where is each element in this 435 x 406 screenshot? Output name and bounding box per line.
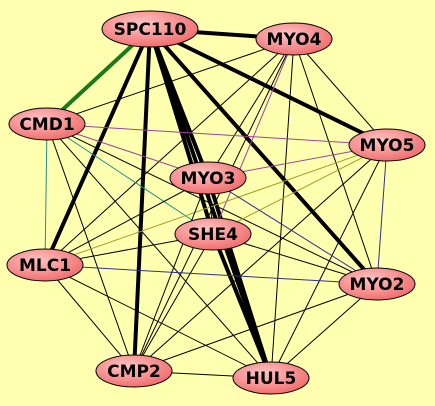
node-label: CMP2 xyxy=(107,362,161,382)
node-ellipse xyxy=(232,361,310,395)
edge-spc110-myo5 xyxy=(148,27,389,147)
node-myo5[interactable]: MYO5 xyxy=(348,128,426,162)
node-label: SHE4 xyxy=(188,225,238,245)
node-label: MYO3 xyxy=(181,169,236,189)
edge-myo4-myo5 xyxy=(293,38,388,146)
edge-myo5-hul5 xyxy=(270,144,388,379)
edge-cmd1-myo5 xyxy=(46,123,388,146)
edge-myo5-myo2 xyxy=(376,144,388,285)
edge-myo5-she4 xyxy=(212,144,388,235)
edge-she4-cmp2 xyxy=(133,233,214,372)
node-spc110[interactable]: SPC110 xyxy=(101,10,199,48)
node-ellipse xyxy=(8,107,86,141)
edge-myo3-cmp2 xyxy=(133,177,209,372)
node-label: MYO5 xyxy=(360,136,415,156)
node-cmp2[interactable]: CMP2 xyxy=(95,354,173,388)
edge-myo4-myo2 xyxy=(293,38,378,285)
edge-spc110-mlc1 xyxy=(43,27,152,267)
edge-cmd1-cmp2 xyxy=(46,123,135,372)
node-ellipse xyxy=(95,354,173,388)
node-label: MYO2 xyxy=(350,275,405,295)
edge-myo4-hul5 xyxy=(270,38,295,379)
node-myo3[interactable]: MYO3 xyxy=(169,161,247,195)
edge-spc110-cmp2 xyxy=(132,27,152,373)
node-cmd1[interactable]: CMD1 xyxy=(8,107,86,141)
edge-mlc1-hul5 xyxy=(44,264,272,379)
node-label: MYO4 xyxy=(267,30,322,50)
edge-myo2-hul5 xyxy=(270,283,378,379)
edge-she4-hul5 xyxy=(211,232,273,380)
node-ellipse xyxy=(6,248,84,282)
node-ellipse xyxy=(174,217,252,251)
edge-mlc1-cmp2 xyxy=(44,264,135,372)
edge-myo5-mlc1 xyxy=(44,144,388,266)
edge-myo5-cmp2 xyxy=(133,144,388,372)
node-label: CMD1 xyxy=(19,115,74,135)
node-ellipse xyxy=(101,10,199,48)
edge-myo3-hul5 xyxy=(206,176,273,380)
node-myo4[interactable]: MYO4 xyxy=(255,22,333,56)
node-label: MLC1 xyxy=(19,256,71,276)
node-myo2[interactable]: MYO2 xyxy=(338,267,416,301)
node-mlc1[interactable]: MLC1 xyxy=(6,248,84,282)
edge-layer xyxy=(43,27,389,380)
node-ellipse xyxy=(338,267,416,301)
node-she4[interactable]: SHE4 xyxy=(174,217,252,251)
edge-myo2-cmp2 xyxy=(133,283,378,372)
node-label: SPC110 xyxy=(114,20,187,40)
edge-myo3-myo2 xyxy=(207,177,378,285)
edge-myo4-cmd1 xyxy=(46,38,295,125)
edge-myo4-myo3 xyxy=(207,38,295,179)
node-ellipse xyxy=(169,161,247,195)
node-ellipse xyxy=(255,22,333,56)
edge-cmd1-mlc1 xyxy=(44,123,48,266)
edge-myo4-mlc1 xyxy=(44,38,295,266)
node-label: HUL5 xyxy=(246,369,297,389)
edge-myo3-mlc1 xyxy=(44,177,209,266)
node-ellipse xyxy=(348,128,426,162)
node-hul5[interactable]: HUL5 xyxy=(232,361,310,395)
edge-cmd1-myo2 xyxy=(46,123,378,285)
edge-mlc1-myo2 xyxy=(44,264,378,285)
